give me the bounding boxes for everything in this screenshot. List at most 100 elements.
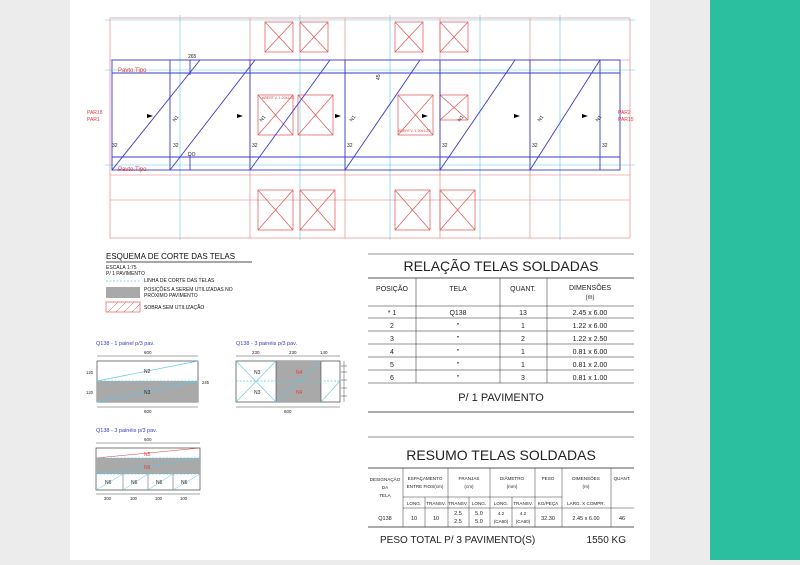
span-dim: 32 [442, 143, 448, 149]
span-dim: 32 [252, 143, 258, 149]
scheme-1: Q138 - 1 painel p/3 pav. 600 N2 N3 120 1… [86, 341, 210, 414]
structural-drawing: Pavto.Tipo Pavto.Tipo PAR18 PAR1 PAR2 PA… [86, 15, 635, 546]
floor-label-top: Pavto.Tipo [118, 68, 147, 74]
scheme-2-tag: N4 [296, 390, 303, 396]
legend-gray-swatch [106, 287, 140, 298]
scheme-2-width: 600 [284, 409, 292, 414]
accent-side-bar [710, 0, 800, 560]
cell-d-long: 4.2 [498, 511, 505, 516]
resumo-title: RESUMO TELAS SOLDADAS [406, 447, 596, 463]
relacao-h-dimensoes: DIMENSÕES [569, 283, 611, 292]
resumo-h-designacao: DA [382, 485, 389, 490]
scheme-1-dim: 245 [202, 380, 210, 385]
resumo-h-espacamento: ESPAÇAMENTO [408, 476, 443, 481]
relacao-h-quant: QUANT. [510, 286, 536, 293]
right-tag-2: PAR15 [618, 117, 634, 123]
panel-tag: N1 [595, 114, 604, 123]
dim-bottom: DO [188, 152, 196, 158]
cell-d-transv: 4.2 [520, 511, 527, 516]
panel-tag: N1 [172, 114, 181, 123]
cell-d-transv: (CA60) [516, 519, 531, 524]
relacao-title: RELAÇÃO TELAS SOLDADAS [403, 258, 598, 274]
scheme-2-title: Q138 - 3 painéis p/3 pav. [236, 341, 298, 347]
floor-label-bottom: Pavto.Tipo [118, 167, 147, 173]
cell-tela: " [457, 349, 460, 356]
drawing-sheet: Pavto.Tipo Pavto.Tipo PAR18 PAR1 PAR2 PA… [70, 0, 650, 560]
cell-tela: Q138 [449, 310, 466, 317]
scheme-3-tag: N5 [144, 452, 151, 458]
cell-tela: " [457, 323, 460, 330]
resumo-row: Q138 10 10 2.5 2.5 5.0 5.0 4.2 (CA60) 4.… [378, 511, 625, 525]
plan-arrows [147, 114, 588, 118]
span-dim: 32 [602, 143, 608, 149]
opening-label: ABERT.V. 1.20x1.20 [398, 129, 430, 133]
opening-labels: ABERT.V. 1.20x1.20 ABERT.V. 1.20x1.20 [262, 96, 430, 133]
cell-dim: 0.81 x 1.00 [573, 375, 608, 382]
resumo-h-dimensoes: (m) [583, 484, 590, 489]
cell-fr-transv: 2.5 [454, 519, 462, 525]
cell-quant: 13 [519, 310, 527, 317]
cell-pos: 6 [390, 375, 394, 382]
scheme-2-top-dim: 230 [252, 350, 260, 355]
scheme-2-tag: N3 [254, 390, 261, 396]
right-tag-1: PAR2 [618, 110, 631, 116]
span-dim: 32 [112, 143, 118, 149]
span-dim: 32 [532, 143, 538, 149]
cell-quant: 1 [521, 323, 525, 330]
cell-pos: 2 [390, 323, 394, 330]
cell-fr-transv: 2.5 [454, 511, 462, 517]
cell-esp-transv: 10 [433, 516, 439, 522]
cell-dim: 1.22 x 6.00 [573, 323, 608, 330]
cell-tela: " [457, 336, 460, 343]
dim-side: 45 [376, 74, 382, 80]
legend-waste-swatch [105, 301, 141, 313]
scheme-3-tag: N6 [131, 480, 138, 486]
cell-pos: * 1 [388, 310, 397, 317]
resumo-h-designacao: TELA [379, 493, 391, 498]
resumo-sub: LARG. X COMPR. [567, 501, 605, 506]
plan-openings [257, 21, 476, 231]
cell-quant: 3 [521, 375, 525, 382]
cell-esp-long: 10 [411, 516, 417, 522]
span-dims: 32 32 32 32 32 32 32 [112, 143, 608, 149]
cell-quant: 1 [521, 349, 525, 356]
resumo-footer-label: PESO TOTAL P/ 3 PAVIMENTO(S) [380, 535, 535, 546]
scheme-3-tag: N6 [144, 465, 151, 471]
cell-tela: " [457, 362, 460, 369]
resumo-h-peso: PESO [542, 476, 555, 481]
resumo-h-dimensoes: DIMENSÕES [572, 475, 600, 481]
cell-quant: 2 [521, 336, 525, 343]
scheme-3-width: 600 [144, 437, 152, 442]
legend-cut-line: LINHA DE CORTE DAS TELAS [144, 278, 215, 284]
plan-grid [109, 17, 631, 239]
cell-pos: 4 [390, 349, 394, 356]
relacao-h-posicao: POSIÇÃO [376, 284, 408, 293]
legend: ESQUEMA DE CORTE DAS TELAS ESCALA 1:75 P… [105, 252, 252, 313]
scheme-1-tag: N2 [144, 369, 151, 375]
cell-d-long: (CA60) [494, 519, 509, 524]
cell-tela: Q138 [378, 516, 391, 522]
scheme-1-dim: 120 [86, 370, 94, 375]
relacao-table: RELAÇÃO TELAS SOLDADAS POSIÇÃO TELA QUAN… [368, 253, 634, 413]
left-tag-2: PAR1 [87, 117, 100, 123]
scheme-1-title: Q138 - 1 painel p/3 pav. [96, 341, 155, 347]
resumo-sub: LONG. [407, 501, 421, 506]
scheme-3-tag: N6 [156, 480, 163, 486]
legend-reuse-1: POSIÇÕES A SEREM UTILIZADAS NO [144, 286, 233, 293]
resumo-h-diametro: (mm) [507, 484, 518, 489]
panel-tag: N1 [349, 114, 358, 123]
resumo-h-quant: QUANT. [614, 476, 631, 481]
resumo-h-franjas: FRANJAS [459, 476, 480, 481]
cell-quant: 1 [521, 362, 525, 369]
cell-quant: 46 [619, 516, 625, 522]
panel-tags: N1 N1 N1 N1 N1 N1 [172, 114, 604, 123]
dim-top: 265 [188, 54, 197, 60]
resumo-sub: TRANSV. [426, 501, 446, 506]
legend-title: ESQUEMA DE CORTE DAS TELAS [106, 252, 235, 261]
resumo-sub: TRANSV. [448, 501, 468, 506]
cell-dim: 1.22 x 2.50 [573, 336, 608, 343]
cell-dim: 0.81 x 2.00 [573, 362, 608, 369]
scheme-3-bottom-dim: 100 [155, 496, 163, 501]
opening-label: ABERT.V. 1.20x1.20 [262, 96, 294, 100]
legend-reuse-2: PRÓXIMO PAVIMENTO [144, 292, 198, 299]
